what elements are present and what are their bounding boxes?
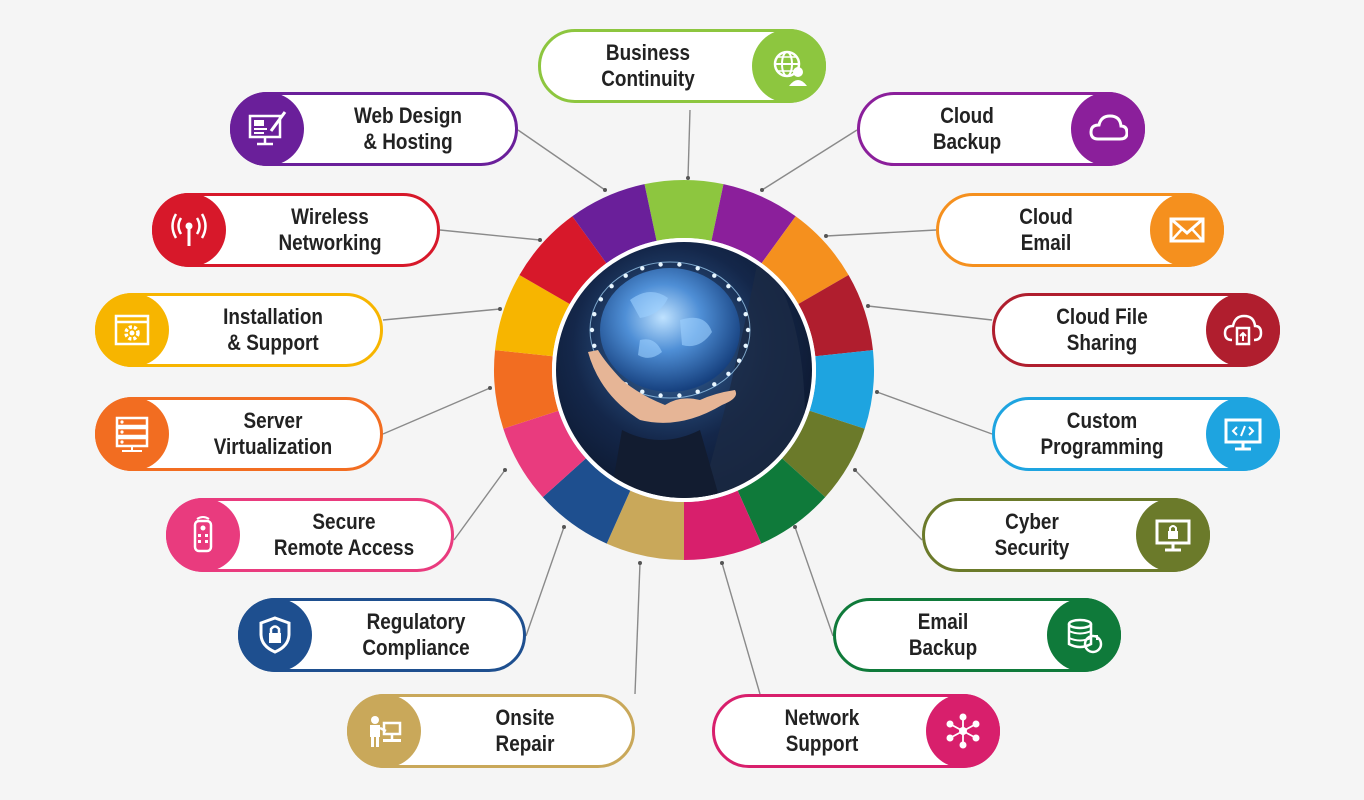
service-label: Network Support [784, 705, 860, 756]
lock-monitor-icon [1136, 498, 1210, 572]
ring-segment-cyber-security [782, 410, 865, 498]
network-nodes-icon [926, 694, 1000, 768]
ring-segment-business-continuity [644, 180, 724, 241]
service-secure-remote-access[interactable]: Secure Remote Access [166, 498, 454, 572]
ring-segment-wireless-networking [519, 216, 607, 304]
ring-segment-secure-remote-access [503, 410, 586, 498]
code-monitor-icon [1206, 397, 1280, 471]
globe-user-icon [752, 29, 826, 103]
shield-lock-icon [238, 598, 312, 672]
service-onsite-repair[interactable]: Onsite Repair [347, 694, 635, 768]
service-web-design-hosting[interactable]: Web Design & Hosting [230, 92, 518, 166]
ring-segment-cloud-backup [711, 184, 796, 264]
service-label: Cloud Email [1019, 204, 1073, 255]
service-label: Server Virtualization [213, 408, 333, 459]
service-email-backup[interactable]: Email Backup [833, 598, 1121, 672]
service-label: Business Continuity [601, 40, 695, 91]
technician-icon [347, 694, 421, 768]
cloud-file-icon [1206, 293, 1280, 367]
server-rack-icon [95, 397, 169, 471]
service-business-continuity[interactable]: Business Continuity [538, 29, 826, 103]
globe-in-hand-image [556, 242, 812, 498]
envelope-icon [1150, 193, 1224, 267]
remote-control-icon [166, 498, 240, 572]
service-label: Web Design & Hosting [354, 103, 462, 154]
service-server-virtualization[interactable]: Server Virtualization [95, 397, 383, 471]
ring-segment-cloud-email [761, 216, 849, 304]
ring-segment-custom-programming [809, 350, 874, 429]
browser-gear-icon [95, 293, 169, 367]
ring-segment-regulatory-compliance [542, 458, 631, 544]
service-network-support[interactable]: Network Support [712, 694, 1000, 768]
service-cloud-backup[interactable]: Cloud Backup [857, 92, 1145, 166]
web-design-icon [230, 92, 304, 166]
service-label: Installation & Support [223, 304, 323, 355]
ring-segment-network-support [684, 490, 762, 560]
database-refresh-icon [1047, 598, 1121, 672]
ring-segment-installation-support [495, 275, 570, 357]
service-label: Wireless Networking [278, 204, 382, 255]
service-cloud-email[interactable]: Cloud Email [936, 193, 1224, 267]
service-label: Cyber Security [994, 509, 1070, 560]
service-label: Onsite Repair [495, 705, 555, 756]
cloud-icon [1071, 92, 1145, 166]
ring-segment-email-backup [737, 458, 826, 544]
service-label: Cloud Backup [932, 103, 1002, 154]
service-label: Cloud File Sharing [1056, 304, 1148, 355]
service-installation-support[interactable]: Installation & Support [95, 293, 383, 367]
service-regulatory-compliance[interactable]: Regulatory Compliance [238, 598, 526, 672]
service-label: Email Backup [908, 609, 978, 660]
ring-segment-server-virtualization [494, 350, 559, 429]
service-custom-programming[interactable]: Custom Programming [992, 397, 1280, 471]
service-wireless-networking[interactable]: Wireless Networking [152, 193, 440, 267]
service-label: Custom Programming [1040, 408, 1164, 459]
ring-segment-onsite-repair [606, 490, 684, 560]
service-cyber-security[interactable]: Cyber Security [922, 498, 1210, 572]
service-cloud-file-sharing[interactable]: Cloud File Sharing [992, 293, 1280, 367]
wifi-antenna-icon [152, 193, 226, 267]
service-label: Secure Remote Access [273, 509, 415, 560]
ring-segment-cloud-file-sharing [798, 275, 873, 357]
ring-segment-web-design-hosting [572, 184, 657, 264]
service-label: Regulatory Compliance [362, 609, 470, 660]
